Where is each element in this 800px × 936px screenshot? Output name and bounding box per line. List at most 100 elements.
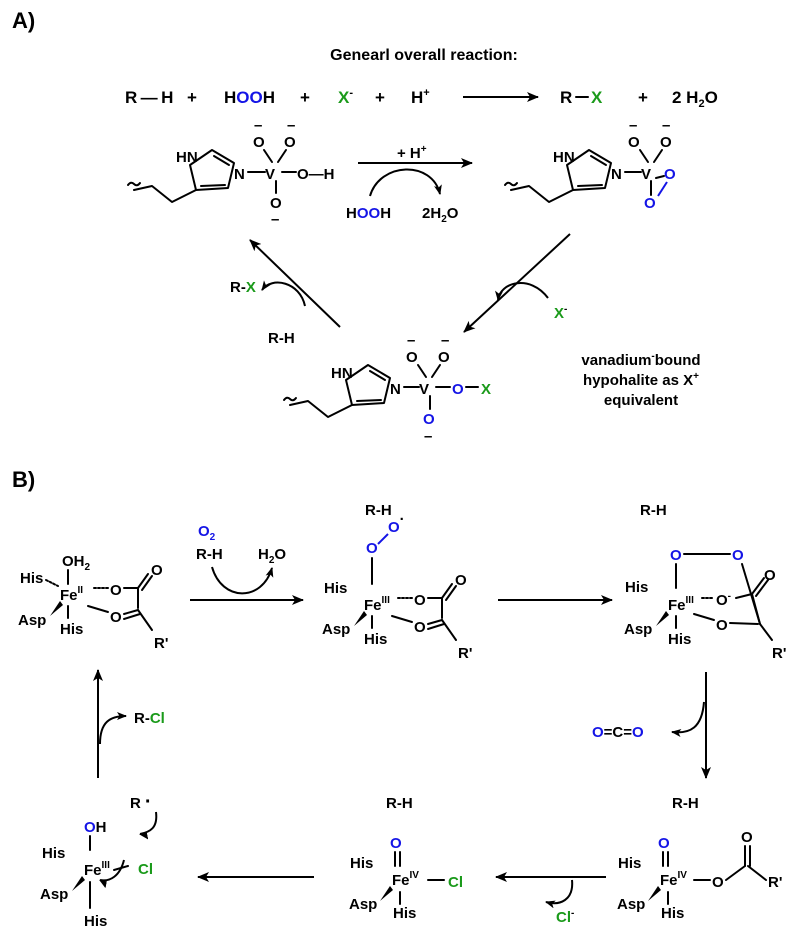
substrate-rh: R-H: [640, 502, 667, 519]
hydroxo: O—H: [297, 166, 335, 183]
aqua-ligand: OH2: [62, 553, 91, 573]
reactant-proton: H+: [411, 87, 430, 107]
his-ligand-2: His: [661, 905, 684, 922]
vanadium: V: [641, 166, 651, 183]
product-water: 2 H2O: [672, 88, 718, 110]
asp-ligand: Asp: [624, 621, 652, 638]
step-halide-oxidation: X-: [463, 233, 571, 333]
keto-o: O: [414, 619, 426, 636]
peroxo-o-2: O: [732, 547, 744, 564]
substrate-rh: R-H: [386, 795, 413, 812]
his-ligand-1: His: [42, 845, 65, 862]
substrate-reagent: R-H: [196, 546, 223, 563]
his-ligand-2: His: [393, 905, 416, 922]
reaction-title: Genearl overall reaction:: [330, 47, 518, 64]
asp-ligand: Asp: [40, 886, 68, 903]
keto-o: O: [110, 609, 122, 626]
oxo-1: O: [628, 134, 640, 151]
carbon-dioxide: O=C=O: [592, 724, 644, 741]
carbonyl-o: O: [764, 567, 776, 584]
reactant-rh: R — H: [125, 88, 173, 107]
description-line-3: equivalent: [604, 392, 678, 409]
oxo-3: O: [423, 411, 435, 428]
iron-center: FeIV: [660, 870, 687, 889]
oxo-2: O: [284, 134, 296, 151]
step-oxygen-binding: O2 R-H H2O: [190, 523, 304, 605]
asp-ligand: Asp: [349, 896, 377, 913]
iron-center: FeIV: [392, 870, 419, 889]
r-prime: R': [154, 635, 168, 652]
his-ligand-2: His: [84, 913, 107, 930]
succinate-o: O: [712, 874, 724, 891]
water-product: 2H2O: [422, 205, 459, 225]
halogenated-product: R-X: [230, 279, 256, 296]
panel-a-label: A): [12, 8, 35, 33]
his-ligand-2: His: [60, 621, 83, 638]
hypohalite-x: X: [481, 381, 491, 398]
reactant-halide: X-: [338, 87, 353, 107]
his-ligand-2: His: [668, 631, 691, 648]
asp-ligand: Asp: [617, 896, 645, 913]
his-ligand-1: His: [20, 570, 43, 587]
asp-ligand: Asp: [18, 612, 46, 629]
carboxylate-o: O: [110, 582, 122, 599]
hooh-reagent: HOOH: [346, 205, 391, 222]
carboxylate-o: O: [414, 592, 426, 609]
his-ligand-2: His: [364, 631, 387, 648]
step-ligand-exchange: Cl-: [495, 872, 606, 926]
superoxo-o-2: O·: [388, 511, 405, 536]
imidazole-nh: HN: [331, 365, 353, 382]
hypohalite-complex: HN N V O O – – O – O X: [283, 332, 491, 445]
fe-ii-akg-complex: OH2 His FeII Asp His O O O R': [18, 553, 168, 652]
oxo-2: O: [438, 349, 450, 366]
oxo-1: O: [406, 349, 418, 366]
plus-sign: +: [300, 88, 310, 107]
fe-iv-oxo-chloride: R-H O His FeIV Asp His Cl: [349, 795, 463, 922]
substrate-radical: R·: [130, 791, 152, 813]
imidazole-n: N: [234, 166, 245, 183]
product-r: R: [560, 88, 572, 107]
ferryl-o: O: [390, 835, 402, 852]
imidazole-n: N: [611, 166, 622, 183]
proton-reagent: + H+: [397, 144, 427, 162]
hydroxo-ligand: OH: [84, 819, 107, 836]
charge-3: –: [424, 428, 432, 445]
carboxylate-o: O-: [716, 591, 731, 609]
panel-b-label: B): [12, 467, 35, 492]
peroxo-o-1: O: [664, 166, 676, 183]
halide-reagent: X-: [554, 304, 567, 322]
charge-1: –: [254, 117, 262, 134]
asp-ligand: Asp: [322, 621, 350, 638]
succinate-carbonyl-o: O: [741, 829, 753, 846]
water-product: H2O: [258, 546, 286, 566]
his-ligand-1: His: [350, 855, 373, 872]
iron-center: FeIII: [668, 595, 694, 614]
superoxo-o-1: O: [366, 540, 378, 557]
hypohalite-o: O: [452, 381, 464, 398]
r-prime: R': [458, 645, 472, 662]
charge-3: –: [271, 211, 279, 228]
fe-iii-hydroxo-chloride: R· OH His FeIII Asp His Cl: [40, 791, 158, 930]
vanadium: V: [265, 166, 275, 183]
his-ligand-1: His: [625, 579, 648, 596]
step-halogenation: R-X R-H: [230, 239, 341, 347]
substrate-rh: R-H: [268, 330, 295, 347]
oxo-3: O: [270, 195, 282, 212]
step-rebound: R-Cl: [93, 669, 165, 778]
charge-2: –: [441, 332, 449, 349]
his-ligand-1: His: [324, 580, 347, 597]
charge-2: –: [287, 117, 295, 134]
charge-2: –: [662, 117, 670, 134]
charge-1: –: [407, 332, 415, 349]
imidazole-nh: HN: [553, 149, 575, 166]
plus-sign: +: [638, 88, 648, 107]
vanadate-complex: HN N V O O – – O – O—H: [127, 117, 335, 228]
fe-iii-bicyclic-peroxo: R-H O O His FeIII Asp His O- O O R': [624, 502, 786, 662]
reactant-hooh: HOOH: [224, 88, 275, 107]
substrate-rh: R-H: [365, 502, 392, 519]
charge-1: –: [629, 117, 637, 134]
substrate-rh: R-H: [672, 795, 699, 812]
chloride-reagent: Cl-: [556, 908, 574, 926]
description-line-1: vanadium-bound: [581, 351, 700, 369]
